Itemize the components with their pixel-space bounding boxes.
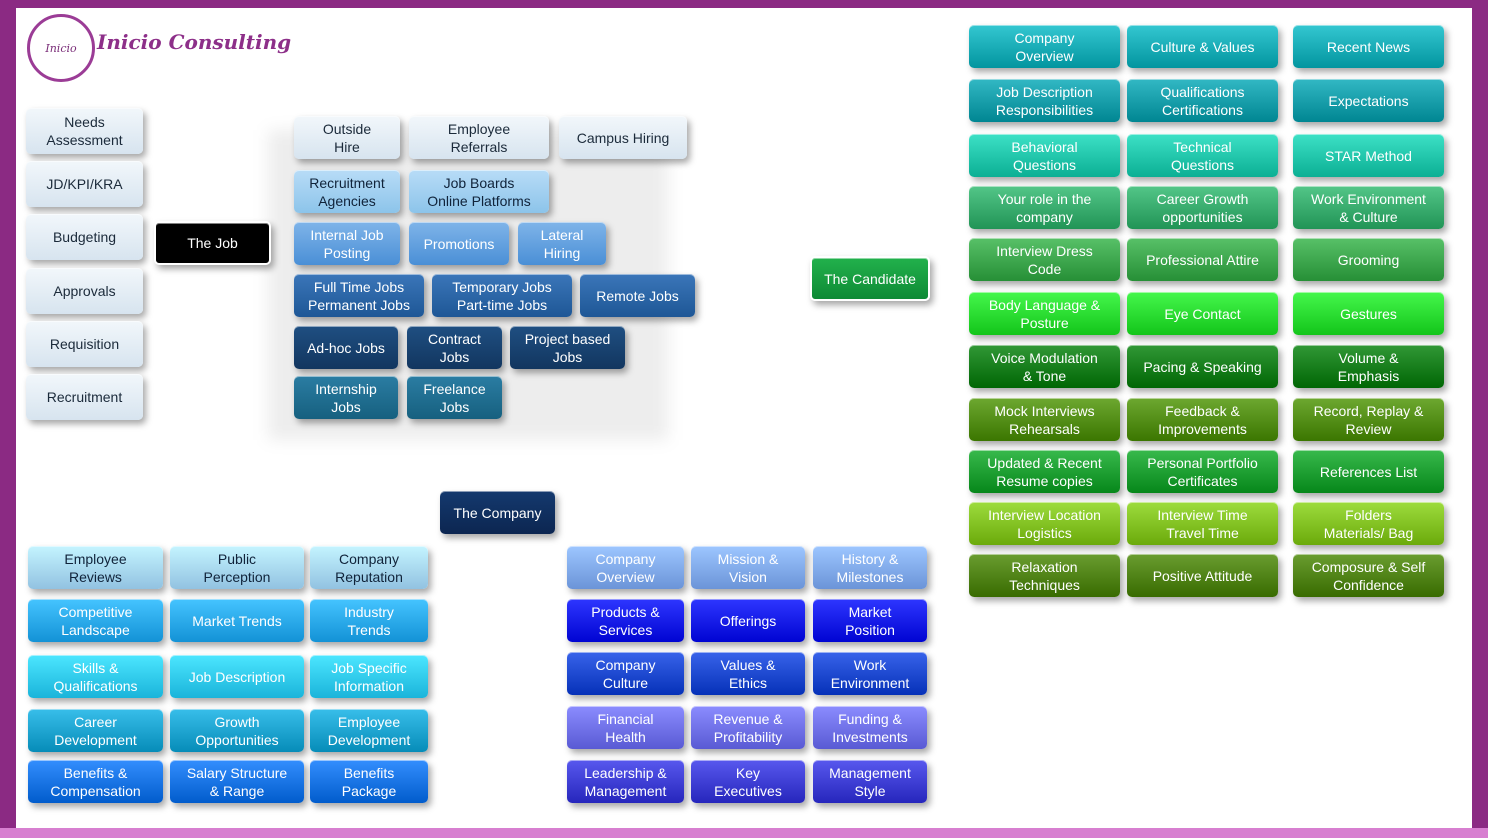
right-grid-box-30[interactable]: Folders Materials/ Bag bbox=[1293, 502, 1444, 545]
right-grid-box-1[interactable]: Company Overview bbox=[969, 25, 1120, 68]
right-grid-box-9[interactable]: STAR Method bbox=[1293, 134, 1444, 177]
box-outside-hire[interactable]: Outside Hire bbox=[294, 116, 400, 159]
box-the-company[interactable]: The Company bbox=[440, 491, 555, 534]
box-employee-referrals[interactable]: Employee Referrals bbox=[409, 116, 549, 159]
right-grid-box-28[interactable]: Interview Location Logistics bbox=[969, 502, 1120, 545]
right-grid-box-23[interactable]: Feedback & Improvements bbox=[1127, 398, 1278, 441]
bottom-middle-box-7[interactable]: Company Culture bbox=[567, 652, 684, 695]
right-grid-box-29[interactable]: Interview Time Travel Time bbox=[1127, 502, 1278, 545]
right-grid-box-25[interactable]: Updated & Recent Resume copies bbox=[969, 450, 1120, 493]
bottom-middle-box-15[interactable]: Management Style bbox=[813, 760, 927, 803]
box-budgeting[interactable]: Budgeting bbox=[26, 214, 143, 260]
box-the-job[interactable]: The Job bbox=[154, 221, 271, 265]
box-ad-hoc-jobs[interactable]: Ad-hoc Jobs bbox=[294, 326, 398, 369]
bottom-middle-box-4[interactable]: Products & Services bbox=[567, 599, 684, 642]
box-jd-kpi-kra[interactable]: JD/KPI/KRA bbox=[26, 161, 143, 207]
right-grid-box-21[interactable]: Volume & Emphasis bbox=[1293, 345, 1444, 388]
box-recruitment-agencies[interactable]: Recruitment Agencies bbox=[294, 170, 400, 213]
bottom-left-box-12[interactable]: Employee Development bbox=[310, 709, 428, 752]
bottom-middle-box-13[interactable]: Leadership & Management bbox=[567, 760, 684, 803]
box-lateral-hiring[interactable]: Lateral Hiring bbox=[518, 222, 606, 265]
bottom-middle-box-11[interactable]: Revenue & Profitability bbox=[691, 706, 805, 749]
box-contract-jobs[interactable]: Contract Jobs bbox=[407, 326, 502, 369]
bottom-middle-box-2[interactable]: Mission & Vision bbox=[691, 546, 805, 589]
border-top bbox=[0, 0, 1488, 8]
bottom-left-box-10[interactable]: Career Development bbox=[28, 709, 163, 752]
bottom-middle-box-12[interactable]: Funding & Investments bbox=[813, 706, 927, 749]
bottom-middle-box-8[interactable]: Values & Ethics bbox=[691, 652, 805, 695]
bottom-left-box-8[interactable]: Job Description bbox=[170, 655, 304, 698]
bottom-left-box-13[interactable]: Benefits & Compensation bbox=[28, 760, 163, 803]
right-grid-box-20[interactable]: Pacing & Speaking bbox=[1127, 345, 1278, 388]
box-approvals[interactable]: Approvals bbox=[26, 268, 143, 314]
right-grid-box-5[interactable]: Qualifications Certifications bbox=[1127, 79, 1278, 122]
box-the-candidate[interactable]: The Candidate bbox=[810, 256, 930, 301]
right-grid-box-8[interactable]: Technical Questions bbox=[1127, 134, 1278, 177]
bottom-left-box-5[interactable]: Market Trends bbox=[170, 599, 304, 642]
right-grid-box-6[interactable]: Expectations bbox=[1293, 79, 1444, 122]
bottom-left-box-14[interactable]: Salary Structure & Range bbox=[170, 760, 304, 803]
box-temporary-jobs[interactable]: Temporary Jobs Part-time Jobs bbox=[432, 274, 572, 317]
right-grid-box-4[interactable]: Job Description Responsibilities bbox=[969, 79, 1120, 122]
box-job-boards[interactable]: Job Boards Online Platforms bbox=[409, 170, 549, 213]
right-grid-box-12[interactable]: Work Environment & Culture bbox=[1293, 186, 1444, 229]
border-right bbox=[1472, 0, 1488, 838]
box-promotions[interactable]: Promotions bbox=[409, 222, 509, 265]
right-grid-box-31[interactable]: Relaxation Techniques bbox=[969, 554, 1120, 597]
right-grid-box-19[interactable]: Voice Modulation & Tone bbox=[969, 345, 1120, 388]
bottom-left-box-1[interactable]: Employee Reviews bbox=[28, 546, 163, 589]
box-project-based-jobs[interactable]: Project based Jobs bbox=[510, 326, 625, 369]
logo-badge: Inicio bbox=[27, 14, 95, 82]
right-grid-box-10[interactable]: Your role in the company bbox=[969, 186, 1120, 229]
box-internship-jobs[interactable]: Internship Jobs bbox=[294, 376, 398, 419]
box-recruitment[interactable]: Recruitment bbox=[26, 374, 143, 420]
right-grid-box-22[interactable]: Mock Interviews Rehearsals bbox=[969, 398, 1120, 441]
right-grid-box-15[interactable]: Grooming bbox=[1293, 238, 1444, 281]
right-grid-box-18[interactable]: Gestures bbox=[1293, 292, 1444, 335]
bottom-left-box-3[interactable]: Company Reputation bbox=[310, 546, 428, 589]
right-grid-box-33[interactable]: Composure & Self Confidence bbox=[1293, 554, 1444, 597]
bottom-middle-box-9[interactable]: Work Environment bbox=[813, 652, 927, 695]
bottom-middle-box-5[interactable]: Offerings bbox=[691, 599, 805, 642]
right-grid-box-16[interactable]: Body Language & Posture bbox=[969, 292, 1120, 335]
right-grid-box-3[interactable]: Recent News bbox=[1293, 25, 1444, 68]
right-grid-box-11[interactable]: Career Growth opportunities bbox=[1127, 186, 1278, 229]
bottom-middle-box-3[interactable]: History & Milestones bbox=[813, 546, 927, 589]
right-grid-box-2[interactable]: Culture & Values bbox=[1127, 25, 1278, 68]
right-grid-box-27[interactable]: References List bbox=[1293, 450, 1444, 493]
bottom-left-box-11[interactable]: Growth Opportunities bbox=[170, 709, 304, 752]
box-full-time-jobs[interactable]: Full Time Jobs Permanent Jobs bbox=[294, 274, 424, 317]
box-freelance-jobs[interactable]: Freelance Jobs bbox=[407, 376, 502, 419]
right-grid-box-17[interactable]: Eye Contact bbox=[1127, 292, 1278, 335]
bottom-left-box-7[interactable]: Skills & Qualifications bbox=[28, 655, 163, 698]
right-grid-box-24[interactable]: Record, Replay & Review bbox=[1293, 398, 1444, 441]
bottom-left-box-2[interactable]: Public Perception bbox=[170, 546, 304, 589]
right-grid-box-7[interactable]: Behavioral Questions bbox=[969, 134, 1120, 177]
right-grid-box-26[interactable]: Personal Portfolio Certificates bbox=[1127, 450, 1278, 493]
logo-badge-text: Inicio bbox=[45, 41, 77, 55]
box-campus-hiring[interactable]: Campus Hiring bbox=[559, 116, 687, 159]
bottom-middle-box-6[interactable]: Market Position bbox=[813, 599, 927, 642]
box-remote-jobs[interactable]: Remote Jobs bbox=[580, 274, 695, 317]
bottom-middle-box-14[interactable]: Key Executives bbox=[691, 760, 805, 803]
bottom-middle-box-1[interactable]: Company Overview bbox=[567, 546, 684, 589]
right-grid-box-32[interactable]: Positive Attitude bbox=[1127, 554, 1278, 597]
bottom-left-box-9[interactable]: Job Specific Information bbox=[310, 655, 428, 698]
bottom-left-box-4[interactable]: Competitive Landscape bbox=[28, 599, 163, 642]
bottom-middle-box-10[interactable]: Financial Health bbox=[567, 706, 684, 749]
box-requisition[interactable]: Requisition bbox=[26, 321, 143, 367]
bottom-left-box-6[interactable]: Industry Trends bbox=[310, 599, 428, 642]
logo-title: Inicio Consulting bbox=[97, 30, 292, 54]
box-internal-job-posting[interactable]: Internal Job Posting bbox=[294, 222, 400, 265]
right-grid-box-14[interactable]: Professional Attire bbox=[1127, 238, 1278, 281]
box-needs-assessment[interactable]: Needs Assessment bbox=[26, 108, 143, 154]
bottom-left-box-15[interactable]: Benefits Package bbox=[310, 760, 428, 803]
right-grid-box-13[interactable]: Interview Dress Code bbox=[969, 238, 1120, 281]
border-bottom bbox=[0, 828, 1488, 838]
border-left bbox=[0, 0, 16, 838]
